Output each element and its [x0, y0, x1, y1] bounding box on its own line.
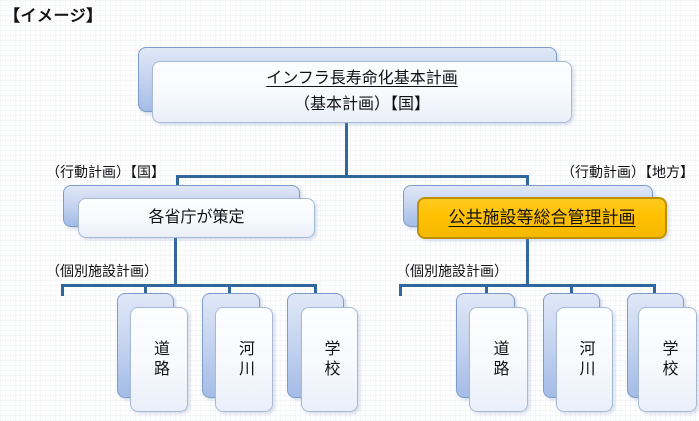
card-river-local-label: 河川	[576, 339, 594, 380]
connector-local-drop-2	[570, 284, 573, 296]
label-action-plan-local: （行動計画）【地方】	[561, 164, 694, 180]
root-plan-text: インフラ長寿命化基本計画 （基本計画）【国】	[266, 66, 458, 118]
card-school-local-label: 学校	[659, 339, 677, 380]
label-action-plan-national: （行動計画）【国】	[46, 164, 165, 180]
connector-local-stem	[526, 238, 529, 286]
national-ministries-card: 各省庁が策定	[78, 198, 315, 238]
label-individual-plans-local: （個別施設計画）	[396, 263, 508, 279]
connector-national-end-stub	[61, 284, 64, 296]
connector-level1-bar	[176, 175, 529, 178]
connector-national-stem	[174, 237, 177, 286]
local-management-plan-card: 公共施設等総合管理計画	[417, 197, 667, 239]
card-road-national-label: 道路	[151, 339, 168, 380]
connector-local-drop-3	[653, 284, 656, 296]
card-school-national-label: 学校	[321, 339, 339, 380]
card-road-local: 道路	[469, 307, 528, 412]
card-river-national: 河川	[215, 307, 273, 412]
root-plan-card: インフラ長寿命化基本計画 （基本計画）【国】	[152, 61, 572, 123]
root-plan-title: インフラ長寿命化基本計画	[266, 70, 458, 87]
connector-national-bar	[61, 284, 317, 287]
card-school-local: 学校	[638, 307, 697, 412]
page-title: 【イメージ】	[4, 8, 103, 25]
connector-root-stem	[345, 122, 348, 177]
national-ministries-label: 各省庁が策定	[148, 209, 245, 226]
label-individual-plans-national: （個別施設計画）	[46, 263, 158, 279]
connector-level1-drop-left	[176, 175, 179, 192]
local-management-plan-label: 公共施設等総合管理計画	[448, 208, 636, 227]
root-plan-subtitle: （基本計画）【国】	[293, 96, 430, 113]
card-school-national: 学校	[301, 307, 358, 412]
connector-national-drop-2	[228, 284, 231, 296]
card-river-national-label: 河川	[236, 339, 253, 380]
connector-level1-drop-right	[526, 175, 529, 192]
card-river-local: 河川	[556, 307, 613, 412]
connector-local-bar	[399, 284, 656, 287]
card-road-national: 道路	[130, 307, 188, 412]
connector-local-drop-1	[485, 284, 488, 296]
card-road-local-label: 道路	[490, 339, 508, 380]
connector-local-end-stub	[399, 284, 402, 296]
connector-national-drop-1	[144, 284, 147, 296]
connector-national-drop-3	[314, 284, 317, 296]
